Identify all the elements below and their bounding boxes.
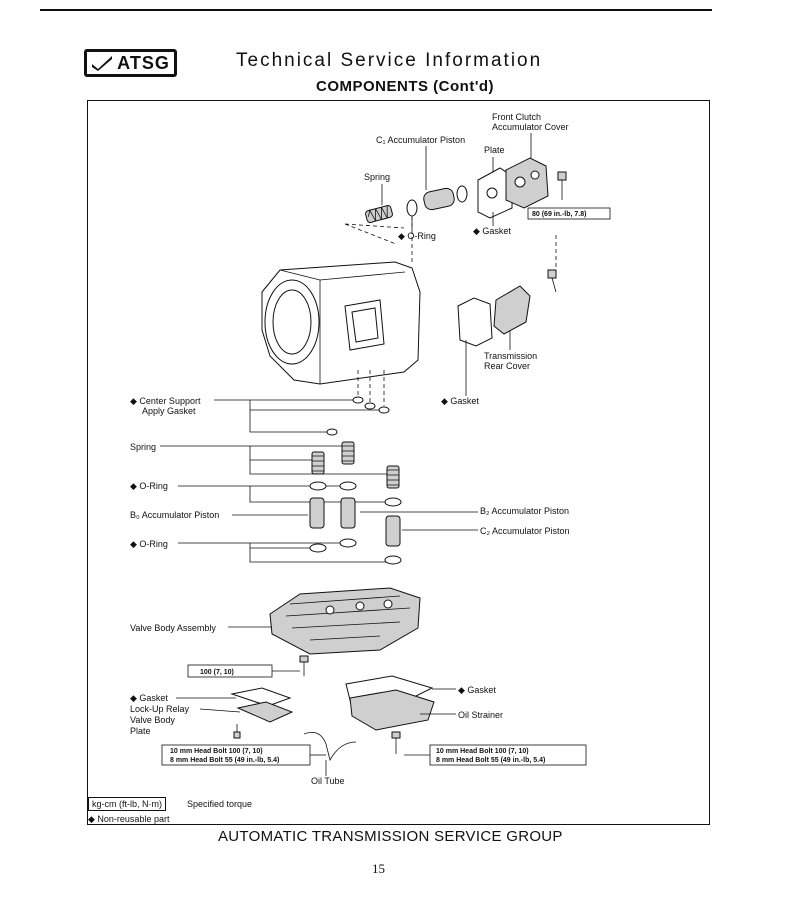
oring-part bbox=[309, 543, 327, 553]
bolt-top-part bbox=[557, 171, 567, 200]
label-oring-top: ◆ O-Ring bbox=[398, 231, 436, 241]
label-c1-piston: C₁ Accumulator Piston bbox=[376, 135, 465, 145]
label-gasket-top: ◆ Gasket bbox=[473, 226, 511, 236]
label-c2-piston: C₂ Accumulator Piston bbox=[480, 526, 570, 536]
oring-part bbox=[339, 538, 357, 548]
spring-part bbox=[386, 465, 400, 489]
label-b2-piston: B₂ Accumulator Piston bbox=[480, 506, 569, 516]
label-oring-mid: ◆ O-Ring bbox=[130, 481, 168, 491]
rear-gasket-part bbox=[457, 297, 493, 347]
oring-part bbox=[384, 555, 402, 565]
label-bolt-left-1: 10 mm Head Bolt 100 (7, 10) bbox=[170, 748, 263, 755]
b2-piston-part bbox=[340, 497, 356, 529]
label-rear-cover: Rear Cover bbox=[484, 361, 530, 371]
label-spring-mid: Spring bbox=[130, 442, 156, 452]
pan-bolt-part bbox=[391, 731, 401, 754]
dashed-guide bbox=[344, 216, 413, 262]
gasket-part bbox=[326, 428, 338, 436]
label-trans-rear: Transmission bbox=[484, 351, 537, 361]
oring-top-part bbox=[406, 199, 418, 217]
label-bolt-right-2: 8 mm Head Bolt 55 (49 in.-lb, 5.4) bbox=[436, 757, 545, 764]
label-apply-gasket: Apply Gasket bbox=[142, 406, 196, 416]
c1-piston-part bbox=[423, 187, 455, 211]
lockup-plate-part bbox=[236, 701, 294, 723]
label-oil-tube: Oil Tube bbox=[311, 776, 345, 786]
gasket-part bbox=[352, 396, 364, 404]
leader bbox=[178, 542, 386, 563]
oil-tube-part bbox=[303, 731, 357, 762]
label-valve-body: Valve Body Assembly bbox=[130, 623, 216, 633]
spring-part bbox=[311, 451, 325, 475]
leader bbox=[160, 445, 390, 475]
leader bbox=[176, 697, 241, 713]
plate-part bbox=[477, 167, 513, 219]
oring-part bbox=[339, 481, 357, 491]
oring-part bbox=[309, 481, 327, 491]
leader bbox=[420, 688, 456, 715]
oil-strainer-part bbox=[349, 689, 435, 731]
label-plate-low: Plate bbox=[130, 726, 151, 736]
page-title: Technical Service Information bbox=[236, 50, 543, 71]
oring-part bbox=[384, 497, 402, 507]
page-subtitle: COMPONENTS (Cont'd) bbox=[316, 78, 495, 95]
leader bbox=[249, 400, 382, 433]
label-center-support: ◆ Center Support bbox=[130, 396, 201, 406]
c2-piston-part bbox=[385, 515, 401, 547]
label-plate: Plate bbox=[484, 145, 505, 155]
gasket-part bbox=[364, 402, 376, 410]
page-number: 15 bbox=[372, 861, 385, 876]
rear-cover-part bbox=[493, 285, 531, 335]
atsg-logo: ATSG bbox=[84, 49, 177, 77]
torque-box-80 bbox=[527, 207, 611, 220]
leader bbox=[360, 511, 478, 531]
diagram-frame bbox=[87, 100, 710, 825]
nonreusable-legend: ◆ Non-reusable part bbox=[88, 814, 170, 824]
label-lockup: Lock-Up Relay bbox=[130, 704, 190, 714]
logo-text: ATSG bbox=[117, 52, 170, 73]
label-oil-strainer: Oil Strainer bbox=[458, 710, 503, 720]
label-torque-100: 100 (7, 10) bbox=[200, 669, 234, 676]
gasket-part bbox=[378, 406, 390, 414]
lockup-gasket-part bbox=[230, 687, 292, 707]
spring-part bbox=[341, 441, 355, 465]
label-torque-80: 80 (69 in.-lb, 7.8) bbox=[532, 211, 586, 218]
b0-piston-part bbox=[309, 497, 325, 529]
torque-unit-legend-box: kg-cm (ft-lb, N·m) bbox=[88, 797, 166, 811]
label-bolt-left-2: 8 mm Head Bolt 55 (49 in.-lb, 5.4) bbox=[170, 757, 279, 764]
label-spring-top: Spring bbox=[364, 172, 390, 182]
dashed-guide bbox=[357, 370, 385, 406]
label-oring-low: ◆ O-Ring bbox=[130, 539, 168, 549]
label-front-clutch: Front Clutch bbox=[492, 112, 541, 122]
spring-top-part bbox=[365, 205, 393, 223]
footer-organization: AUTOMATIC TRANSMISSION SERVICE GROUP bbox=[218, 828, 563, 845]
cover-part bbox=[505, 157, 549, 209]
oring-top-part-2 bbox=[456, 185, 468, 203]
torque-unit-legend-text: Specified torque bbox=[187, 799, 253, 809]
valve-bolt-part bbox=[299, 655, 309, 676]
label-b0-piston: B₀ Accumulator Piston bbox=[130, 510, 219, 520]
valve-body-part bbox=[269, 587, 421, 655]
rear-bolt-part bbox=[547, 235, 557, 293]
small-bolt-part bbox=[233, 724, 241, 739]
label-gasket-right: ◆ Gasket bbox=[458, 685, 496, 695]
top-rule bbox=[40, 9, 712, 11]
label-bolt-right-1: 10 mm Head Bolt 100 (7, 10) bbox=[436, 748, 529, 755]
label-valve-body-plate: Valve Body bbox=[130, 715, 175, 725]
transmission-case-part bbox=[261, 261, 421, 385]
label-accumulator-cover: Accumulator Cover bbox=[492, 122, 569, 132]
label-gasket-left: ◆ Gasket bbox=[130, 693, 168, 703]
label-gasket-mid: ◆ Gasket bbox=[441, 396, 479, 406]
